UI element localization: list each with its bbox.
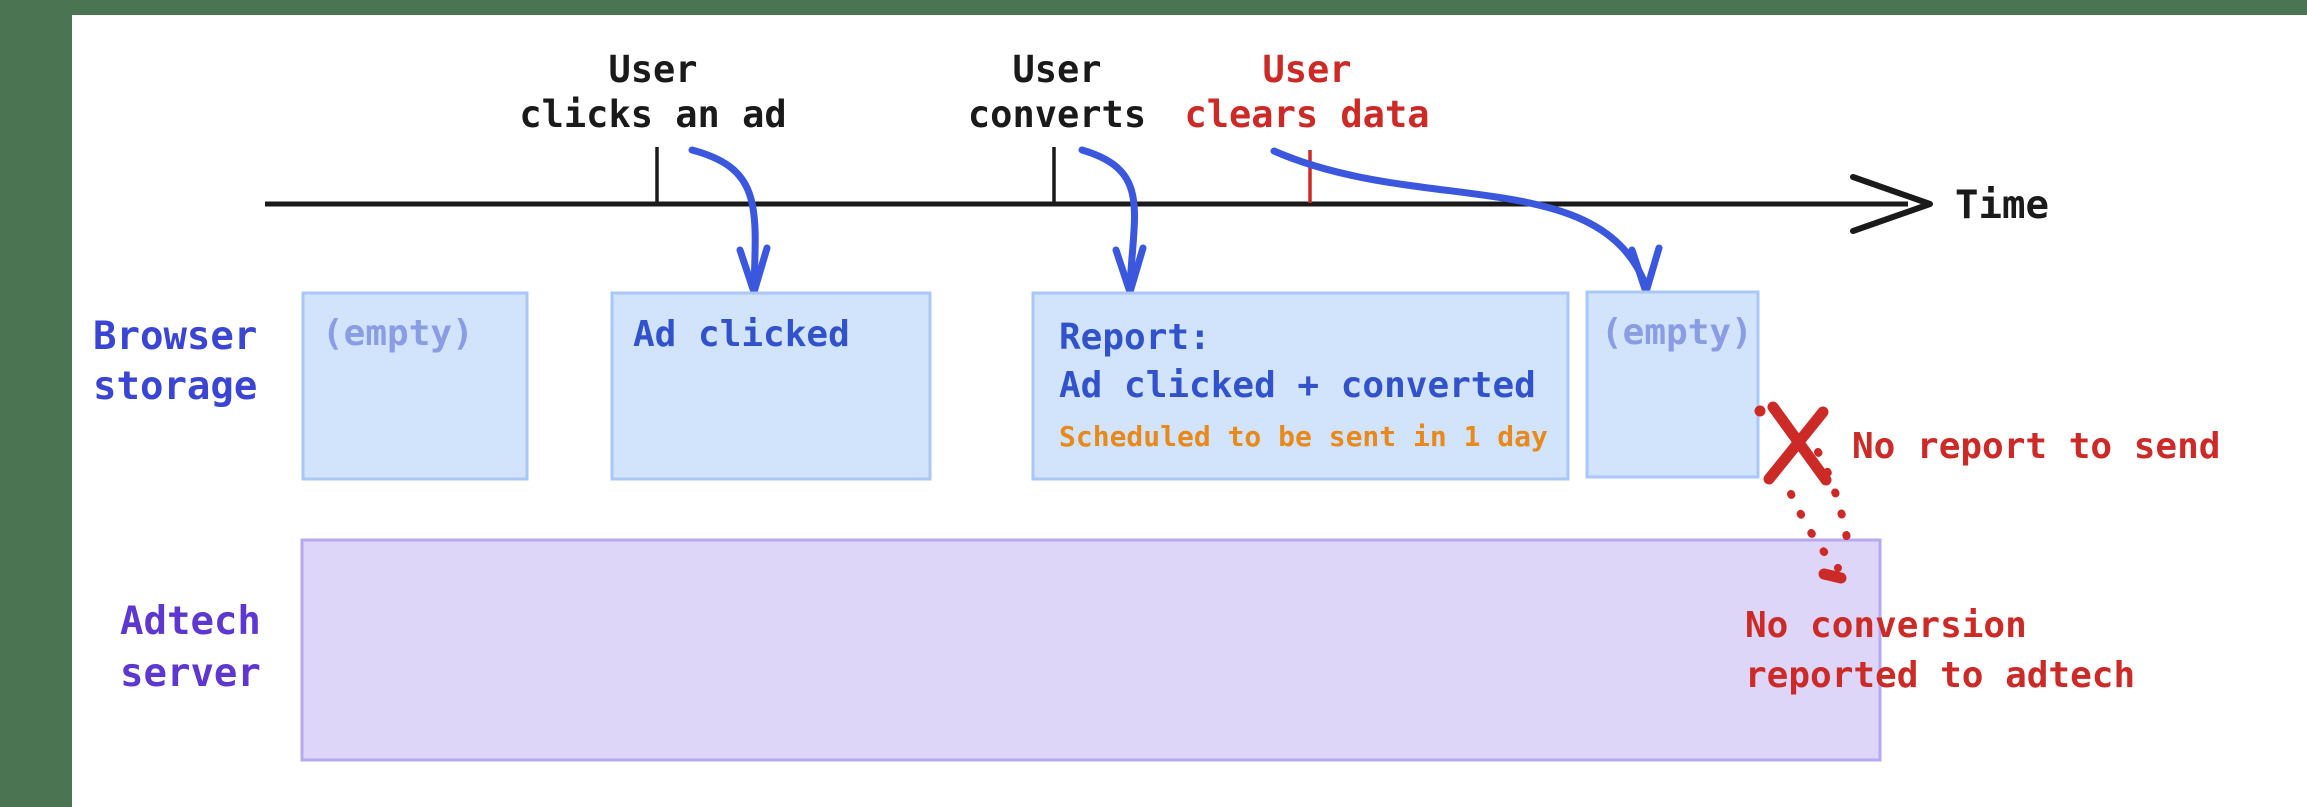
- browser-storage-label-line1: Browser: [93, 314, 257, 359]
- event-label-converts-line1: User: [1012, 48, 1101, 91]
- storage-box-ad-clicked-text: Ad clicked: [633, 314, 850, 355]
- storage-box-empty-2-text: (empty): [1601, 312, 1753, 353]
- curved-arrow-convert-to-report-icon: [1078, 146, 1139, 290]
- curved-arrow-click-to-storage-icon: [688, 146, 759, 290]
- storage-box-empty-1: [301, 291, 529, 481]
- storage-box-empty-2: [1585, 290, 1760, 479]
- no-conversion-annotation-line1: No conversion: [1745, 605, 2027, 646]
- no-conversion-annotation-line2: reported to adtech: [1745, 655, 2135, 696]
- time-axis-label: Time: [1955, 183, 2049, 228]
- browser-storage-label-line2: storage: [93, 364, 257, 409]
- adtech-server-label-line1: Adtech: [120, 599, 261, 644]
- event-label-clears-line2: clears data: [1184, 93, 1429, 136]
- curved-arrow-clear-to-empty-icon: [1270, 147, 1650, 290]
- event-label-clicks-line2: clicks an ad: [519, 93, 786, 136]
- storage-box-empty-1-text: (empty): [322, 313, 474, 354]
- event-label-clears-line1: User: [1262, 48, 1351, 91]
- x-mark-icon: [1754, 401, 1832, 486]
- adtech-server-label-line2: server: [120, 651, 261, 696]
- event-label-clicks-line1: User: [608, 48, 697, 91]
- dotted-trail-icon: [1787, 448, 1853, 584]
- x-stroke-2: [1763, 406, 1829, 485]
- adtech-server-box: [300, 538, 1882, 762]
- event-label-converts-line2: converts: [968, 93, 1146, 136]
- x-mark-dot: [1754, 405, 1766, 417]
- storage-box-ad-clicked: [610, 291, 932, 481]
- dotted-trail-end-dash: [1818, 568, 1847, 584]
- storage-box-report: [1031, 291, 1570, 481]
- storage-box-report-line2: Ad clicked + converted: [1059, 365, 1536, 406]
- storage-box-report-line1: Report:: [1059, 317, 1211, 358]
- timeline-arrowhead-icon: [1850, 174, 1933, 234]
- dotted-trail-left: [1787, 490, 1842, 572]
- no-report-annotation: No report to send: [1852, 426, 2220, 467]
- storage-box-report-note: Scheduled to be sent in 1 day: [1059, 420, 1548, 453]
